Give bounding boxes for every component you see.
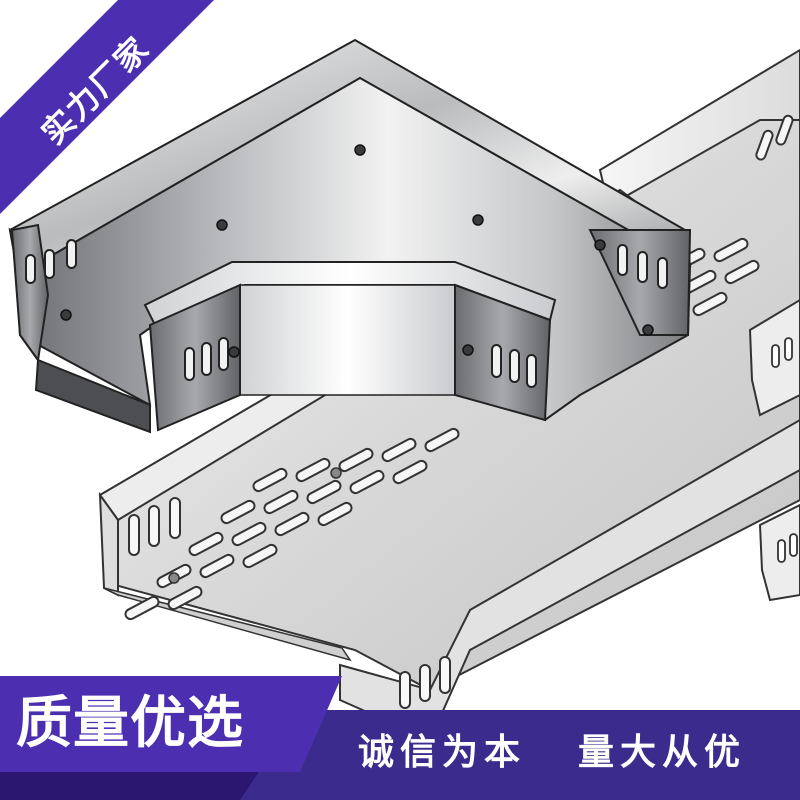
tray-slot (692, 291, 728, 317)
tray-slot (199, 553, 235, 579)
tray-slot (263, 489, 299, 515)
tray-slot (242, 543, 278, 569)
slogan-right-text: 量大从优 (578, 732, 747, 773)
tray-slot (295, 457, 331, 483)
tray-slot (124, 595, 160, 621)
tray-slot (338, 447, 374, 473)
bottom-banner: 质量优选 诚信为本 量大从优 (0, 676, 800, 800)
tray-slot (381, 437, 417, 463)
tray-slot (724, 259, 760, 285)
tray-slot (167, 585, 203, 611)
headline-text: 质量优选 (16, 691, 244, 756)
tray-slot (306, 479, 342, 505)
elbow-tray (8, 38, 692, 434)
tray-slot (220, 499, 256, 525)
tray-slot (188, 531, 224, 557)
bottom-banner-shape (0, 676, 800, 800)
corner-badge: 实力厂家 (0, 0, 240, 240)
tray-slot (231, 521, 267, 547)
corner-badge-shape (0, 0, 214, 214)
tray-slot (392, 459, 428, 485)
tray-slot (252, 467, 288, 493)
tray-slot (424, 427, 460, 453)
tray-slot (713, 237, 749, 263)
tray-slot (274, 511, 310, 537)
tray-slot (317, 501, 353, 527)
slogan-left-text: 诚信为本 (358, 732, 527, 773)
tray-slot (349, 469, 385, 495)
